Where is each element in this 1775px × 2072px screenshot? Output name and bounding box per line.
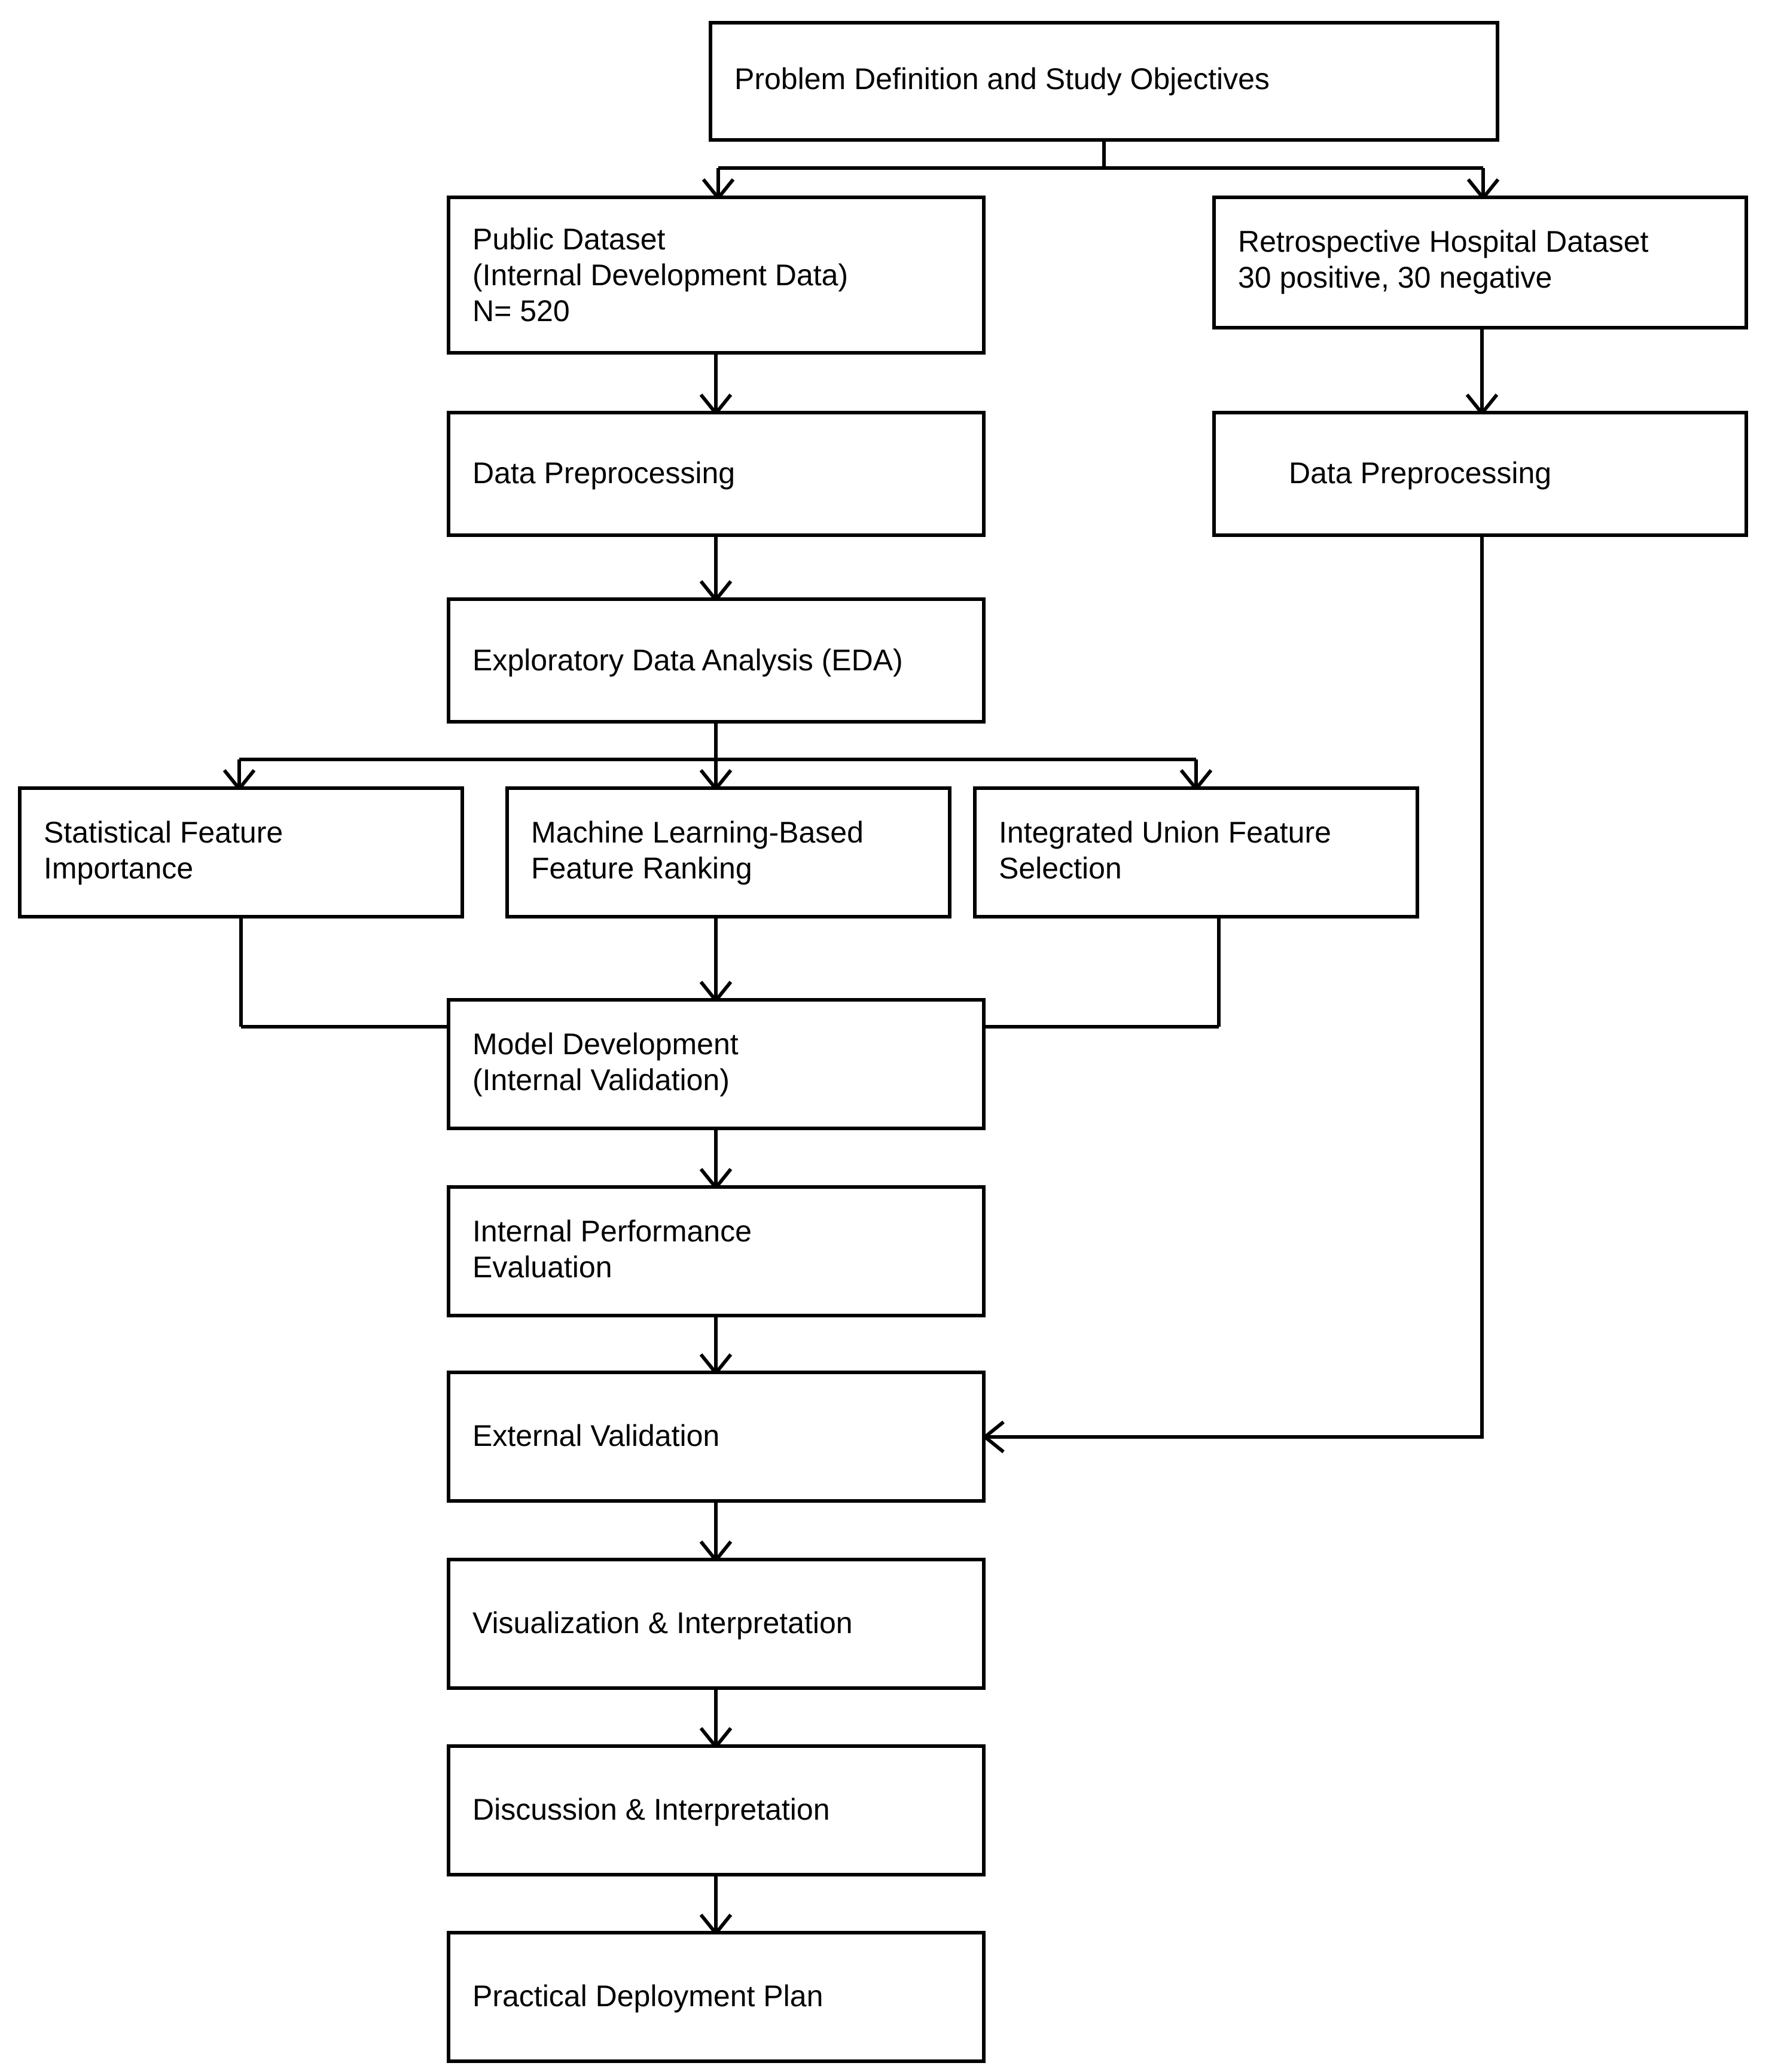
- node-label-internal-performance-line1: Internal Performance: [472, 1214, 752, 1248]
- node-box-external-validation[interactable]: [447, 1371, 986, 1503]
- node-visualization-interpretation[interactable]: Visualization & Interpretation: [447, 1558, 986, 1690]
- node-box-discussion-interpretation[interactable]: [447, 1744, 986, 1876]
- node-label-statistical-line1: Statistical Feature: [44, 816, 283, 849]
- node-box-model-development[interactable]: [447, 998, 986, 1130]
- node-practical-deployment-plan[interactable]: Practical Deployment Plan: [447, 1931, 986, 2063]
- node-label-ml-ranking-line2: Feature Ranking: [531, 852, 752, 885]
- node-box-machine-learning-feature-ranking[interactable]: [505, 786, 951, 918]
- node-label-ml-ranking-line1: Machine Learning-Based: [531, 816, 864, 849]
- node-box-visualization-interpretation[interactable]: [447, 1558, 986, 1690]
- node-label-public-dataset-line1: Public Dataset: [472, 222, 665, 256]
- node-problem-definition[interactable]: Problem Definition and Study Objectives: [709, 21, 1499, 142]
- node-box-internal-performance-evaluation[interactable]: [447, 1185, 986, 1317]
- node-label-discussion-interpretation: Discussion & Interpretation: [472, 1793, 830, 1826]
- node-label-data-preprocessing-external: Data Preprocessing: [1289, 456, 1551, 490]
- node-public-dataset[interactable]: Public Dataset (Internal Development Dat…: [447, 196, 986, 355]
- node-label-statistical-line2: Importance: [44, 852, 193, 885]
- node-box-retrospective-hospital-dataset[interactable]: [1212, 196, 1748, 329]
- node-label-practical-deployment-plan: Practical Deployment Plan: [472, 1979, 823, 2013]
- node-box-integrated-union-feature-selection[interactable]: [973, 786, 1419, 918]
- node-label-retrospective-line1: Retrospective Hospital Dataset: [1238, 225, 1649, 258]
- node-data-preprocessing-external[interactable]: Data Preprocessing: [1212, 411, 1748, 537]
- node-label-exploratory-data-analysis: Exploratory Data Analysis (EDA): [472, 643, 903, 677]
- node-label-problem-definition: Problem Definition and Study Objectives: [734, 62, 1270, 96]
- node-label-integrated-line2: Selection: [999, 852, 1122, 885]
- node-statistical-feature-importance[interactable]: Statistical Feature Importance: [18, 786, 464, 918]
- node-box-problem-definition[interactable]: [709, 21, 1499, 142]
- node-label-visualization-interpretation: Visualization & Interpretation: [472, 1606, 853, 1640]
- node-external-validation[interactable]: External Validation: [447, 1371, 986, 1503]
- node-retrospective-hospital-dataset[interactable]: Retrospective Hospital Dataset 30 positi…: [1212, 196, 1748, 329]
- node-label-model-development-line1: Model Development: [472, 1027, 739, 1061]
- node-data-preprocessing-internal[interactable]: Data Preprocessing: [447, 411, 986, 537]
- node-label-external-validation: External Validation: [472, 1419, 719, 1452]
- node-label-retrospective-line2: 30 positive, 30 negative: [1238, 261, 1552, 294]
- node-box-statistical-feature-importance[interactable]: [18, 786, 464, 918]
- node-box-practical-deployment-plan[interactable]: [447, 1931, 986, 2063]
- node-layer: Problem Definition and Study Objectives …: [18, 21, 1748, 2063]
- node-box-public-dataset[interactable]: [447, 196, 986, 355]
- node-exploratory-data-analysis[interactable]: Exploratory Data Analysis (EDA): [447, 597, 986, 724]
- node-label-model-development-line2: (Internal Validation): [472, 1063, 730, 1097]
- node-label-data-preprocessing-internal: Data Preprocessing: [472, 456, 735, 490]
- node-box-data-preprocessing-external[interactable]: [1212, 411, 1748, 537]
- node-label-public-dataset-line2: (Internal Development Data): [472, 258, 848, 292]
- node-integrated-union-feature-selection[interactable]: Integrated Union Feature Selection: [973, 786, 1419, 918]
- node-discussion-interpretation[interactable]: Discussion & Interpretation: [447, 1744, 986, 1876]
- node-box-data-preprocessing-internal[interactable]: [447, 411, 986, 537]
- node-label-internal-performance-line2: Evaluation: [472, 1250, 612, 1284]
- node-model-development[interactable]: Model Development (Internal Validation): [447, 998, 986, 1130]
- edge-preprocessing-external-to-external-validation: [986, 535, 1484, 1439]
- node-label-public-dataset-line3: N= 520: [472, 294, 570, 328]
- node-internal-performance-evaluation[interactable]: Internal Performance Evaluation: [447, 1185, 986, 1317]
- node-box-exploratory-data-analysis[interactable]: [447, 597, 986, 724]
- node-label-integrated-line1: Integrated Union Feature: [999, 816, 1331, 849]
- node-machine-learning-feature-ranking[interactable]: Machine Learning-Based Feature Ranking: [505, 786, 951, 918]
